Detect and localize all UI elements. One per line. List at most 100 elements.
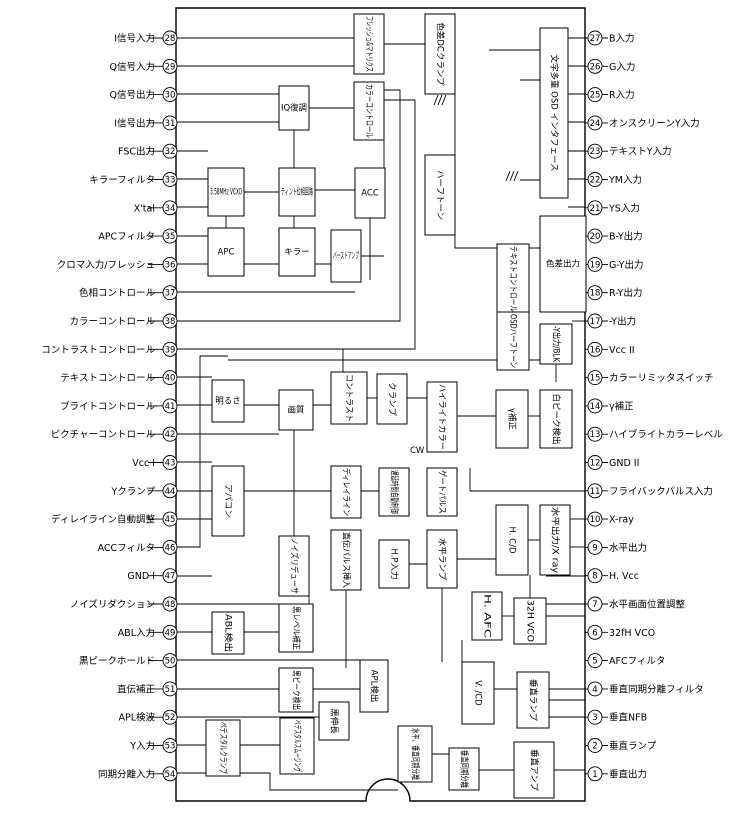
block-label: 色差出力: [546, 259, 580, 270]
pin-label: ノイズリダクション: [70, 599, 155, 611]
block-label: IQ復調: [281, 103, 307, 114]
pin-label: Vcc II: [609, 345, 635, 356]
block-abl-detect: ABL検出: [211, 611, 245, 655]
block-label: 色差DCクランプ: [435, 22, 446, 86]
pin-number: 24: [590, 119, 601, 129]
pin-number: 42: [165, 430, 176, 440]
block-v-amp: 垂直アンプ: [513, 741, 555, 799]
pin-number: 37: [165, 289, 176, 299]
block-label: ペデスタルクランプ: [218, 722, 229, 774]
block-apc: APC: [207, 227, 245, 277]
block-acc: ACC: [354, 167, 386, 219]
pin-number: 51: [165, 685, 176, 695]
pin-label: カラーコントロール: [69, 317, 155, 328]
block-black-stretch: 黒伸長: [318, 701, 350, 741]
pin-label: Q信号入力: [110, 61, 155, 73]
pin-number: 43: [165, 459, 176, 469]
pin-number: 45: [165, 515, 176, 525]
pin-number: 46: [165, 543, 176, 553]
block-label: V. /CD: [473, 680, 483, 706]
block-label: 画質: [287, 405, 305, 416]
pin-number: 35: [165, 232, 176, 242]
pin-42: 42 ピクチャーコントロール: [51, 426, 178, 442]
pin-number: 44: [165, 487, 176, 497]
bus-hatch: [513, 170, 519, 182]
pin-27: 27 B入力: [585, 30, 635, 46]
bus-hatch: [505, 170, 511, 182]
block-label: H. AFC: [482, 594, 492, 638]
block-apl-detect: APL検出: [359, 659, 389, 713]
pin-label: GND I: [127, 571, 155, 582]
block-contrast: コントラスト: [330, 371, 368, 425]
pin-number: 8: [592, 572, 597, 582]
block-label: 白ピーク検出: [551, 393, 562, 444]
block-y-out-blk: -Y出力/BLK: [539, 323, 573, 365]
block-h-afc: H. AFC: [471, 591, 503, 641]
block-label: ABL検出: [223, 614, 234, 652]
pin-number: 25: [590, 91, 601, 101]
block-fresh-matrix: フレッシュ&マトリクス: [353, 13, 385, 75]
block-label: H. C/D: [507, 527, 517, 554]
block-hp-input: H.P入力: [378, 539, 410, 589]
block-label: H.P入力: [389, 548, 400, 579]
block-label: テキストコントロール: [508, 246, 518, 312]
block-label: ティント位相回路: [281, 187, 313, 198]
pin-number: 34: [165, 204, 176, 214]
pin-number: 6: [592, 628, 597, 638]
pin-label: B-Y出力: [609, 231, 643, 243]
pin-label: G入力: [609, 61, 635, 73]
pin-number: 3: [592, 713, 597, 723]
pin-label: X-ray: [609, 515, 634, 526]
pin-number: 18: [590, 289, 601, 299]
block-pedestal-smooth: ペデスタルスムージング: [279, 717, 315, 775]
pin-number: 54: [165, 770, 176, 780]
block-delay-auto: 遅延時間自動制御: [378, 467, 410, 517]
block-label: 黒伸長: [329, 708, 340, 734]
pin-label: Y入力: [129, 740, 155, 752]
pin-label: G-Y出力: [609, 259, 643, 271]
pin-label: I信号出力: [114, 117, 155, 129]
block-label: 垂直同期分離: [459, 750, 470, 788]
pin-label: B入力: [609, 33, 635, 45]
pin-number: 12: [590, 459, 601, 469]
pin-label: AFCフィルタ: [609, 656, 665, 667]
pin-label: R入力: [609, 89, 635, 101]
pin-number: 50: [165, 657, 176, 667]
pin-label: 垂直出力: [609, 768, 647, 780]
pin-label: X'tal: [134, 203, 155, 214]
block-burst-amp: バーストアンプ: [330, 229, 362, 283]
block-noise-reducer: ノイズリデューサ: [278, 535, 310, 597]
block-clamp: クランプ: [376, 373, 408, 425]
pin-label: YM入力: [608, 174, 642, 186]
pin-number: 27: [590, 34, 601, 44]
pin-label: 色相コントロール: [79, 287, 156, 299]
pin-label: ピクチャーコントロール: [51, 430, 156, 441]
block-gate-pulse: ゲートパルス: [426, 467, 458, 517]
block-highlight-color: ハイライトカラー: [426, 381, 458, 453]
pin-label: カラーリミッタスイッチ: [609, 373, 714, 384]
block-label: コントラスト: [344, 374, 354, 422]
pin-label: ハイブライトカラーレベル: [609, 429, 723, 441]
block-label: 黒ピーク検出: [291, 670, 302, 710]
block-label: 垂直ランプ: [528, 679, 539, 722]
block-color-control: カラーコントロール: [353, 81, 385, 141]
pin-number: 28: [165, 34, 176, 44]
pin-label: ABL入力: [118, 627, 155, 639]
pin-number: 32: [165, 147, 176, 157]
block-brightness: 明るさ: [211, 379, 245, 423]
block-pedestal-clamp: ペデスタルクランプ: [205, 719, 241, 777]
pin-number: 23: [590, 147, 601, 157]
block-label: カラーコントロール: [364, 84, 374, 138]
block-picture-quality: 画質: [278, 389, 314, 431]
